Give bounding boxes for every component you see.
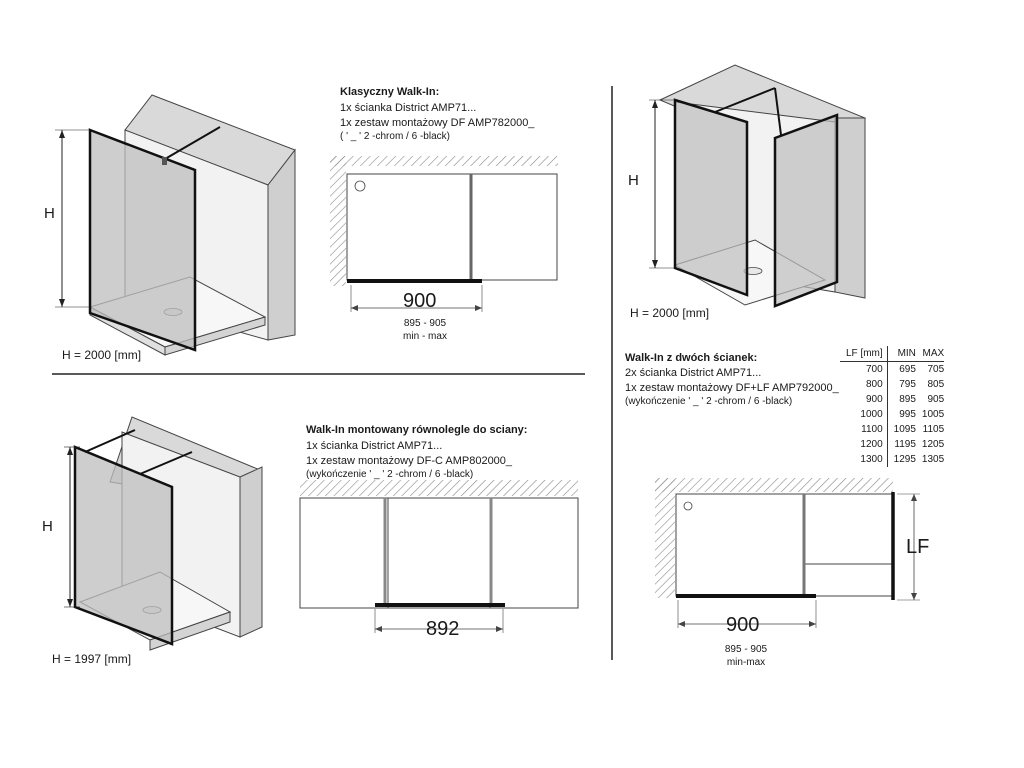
- section2-line-3: (wykończenie ' _ ' 2 -chrom / 6 -black): [306, 469, 474, 480]
- section1-range-note: min - max: [403, 331, 447, 342]
- table-cell: 900: [840, 392, 888, 407]
- section2-title: Walk-In montowany równolegle do sciany:: [306, 424, 528, 436]
- section3-h-label: H: [628, 172, 639, 189]
- section3-range: 895 - 905: [724, 644, 768, 655]
- lf-col-header: LF [mm]: [840, 346, 888, 362]
- lf-table-header: LF [mm] MIN MAX: [840, 346, 945, 362]
- section3-plan-svg: [655, 478, 920, 628]
- table-cell: 800: [840, 377, 888, 392]
- table-row: 1100 1095 1105: [840, 422, 944, 437]
- table-row: 1300 1295 1305: [840, 452, 944, 467]
- max-col-header: MAX: [915, 346, 945, 362]
- section2-line-1: 1x ścianka District AMP71...: [306, 440, 443, 452]
- table-cell: 1000: [840, 407, 888, 422]
- min-col-header: MIN: [887, 346, 916, 362]
- table-cell: 895: [899, 394, 916, 405]
- section1-width: 900: [403, 290, 437, 312]
- table-row: 800 795 805: [840, 377, 944, 392]
- table-cell: 905: [927, 394, 945, 405]
- table-cell: 1205: [921, 439, 945, 450]
- section3-h-caption: H = 2000 [mm]: [630, 306, 710, 320]
- table-cell: 1005: [921, 409, 945, 420]
- table-row: 1000 995 1005: [840, 407, 944, 422]
- section2-width: 892: [426, 618, 460, 640]
- section3-title: Walk-In z dwóch ścianek:: [625, 352, 758, 364]
- table-cell: 705: [927, 364, 945, 375]
- section1-range: 895 - 905: [403, 318, 447, 329]
- section2-plan-svg: [299, 480, 579, 633]
- table-cell: 1095: [893, 424, 916, 435]
- table-cell: 1295: [893, 454, 916, 465]
- section3-line-2: 1x zestaw montażowy DF+LF AMP792000_: [625, 382, 839, 394]
- section1-line-3: ( ' _ ' 2 -chrom / 6 -black): [340, 131, 450, 142]
- table-row: 1200 1195 1205: [840, 437, 944, 452]
- section3-line-1: 2x ścianka District AMP71...: [625, 367, 762, 379]
- section1-title: Klasyczny Walk-In:: [340, 86, 440, 98]
- section3-range-note: min-max: [726, 657, 766, 668]
- section1-plan-svg: [330, 156, 558, 312]
- table-cell: 1200: [840, 437, 888, 452]
- table-cell: 795: [899, 379, 916, 390]
- section3-lf-label: LF: [906, 536, 930, 558]
- table-cell: 805: [927, 379, 945, 390]
- section2-h-label: H: [42, 518, 53, 535]
- table-cell: 1100: [840, 422, 888, 437]
- table-cell: 695: [899, 364, 916, 375]
- section1-h-caption: H = 2000 [mm]: [62, 348, 142, 362]
- table-row: 900 895 905: [840, 392, 944, 407]
- section1-h-label: H: [44, 205, 55, 222]
- table-cell: 1195: [894, 439, 916, 450]
- table-cell: 700: [840, 361, 888, 377]
- table-cell: 1300: [840, 452, 888, 467]
- section3-width: 900: [726, 614, 760, 636]
- table-cell: 1105: [922, 424, 945, 435]
- section3-iso-svg: [649, 64, 867, 308]
- table-cell: 1305: [921, 454, 945, 465]
- table-cell: 995: [899, 409, 916, 420]
- section1-iso-svg: [55, 94, 296, 356]
- table-row: 700 695 705: [840, 361, 945, 377]
- section1-line-1: 1x ścianka District AMP71...: [340, 102, 477, 114]
- section2-line-2: 1x zestaw montażowy DF-C AMP802000_: [306, 455, 513, 467]
- section2-h-caption: H = 1997 [mm]: [52, 652, 132, 666]
- section3-line-3: (wykończenie ' _ ' 2 -chrom / 6 -black): [625, 396, 793, 407]
- section1-line-2: 1x zestaw montażowy DF AMP782000_: [340, 117, 535, 129]
- section2-iso-svg: [64, 416, 263, 651]
